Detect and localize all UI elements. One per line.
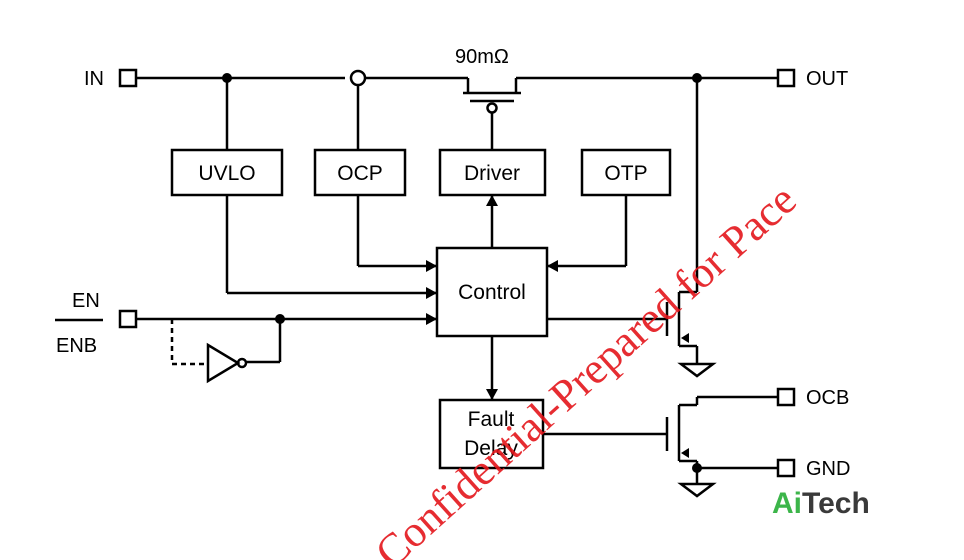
en-pin-label: EN [72, 290, 100, 312]
junction-dot-gnd [692, 463, 702, 473]
junction-dot-en [275, 314, 285, 324]
arrow-uvlo-in [426, 287, 437, 299]
ground-symbol-2 [677, 482, 717, 498]
arrow-ocp-in [426, 260, 437, 272]
ocb-pin-label: OCB [806, 387, 849, 409]
uvlo-label: UVLO [198, 162, 255, 185]
junction-dot-uvlo [222, 73, 232, 83]
inverter-triangle [206, 342, 241, 384]
in-pin [118, 68, 138, 88]
aitech-logo-tech: Tech [802, 487, 870, 520]
discharge-fet-body-arrow [681, 333, 689, 343]
pass-fet-gate-bubble [486, 102, 498, 114]
arrow-fault-in [486, 389, 498, 400]
aitech-logo-ai: Ai [772, 487, 802, 520]
current-sense-node [349, 69, 367, 87]
inverter-bubble [236, 357, 248, 369]
ocb-fet-body-arrow [681, 448, 689, 458]
confidential-watermark: Confidential-Prepared for Pace [366, 175, 806, 560]
ground-symbol-1 [677, 362, 717, 378]
ocp-block [313, 148, 407, 197]
gnd-pin [776, 458, 796, 478]
arrow-otp-in [547, 260, 558, 272]
arrow-en-in [426, 313, 437, 325]
out-pin [776, 68, 796, 88]
out-pin-label: OUT [806, 68, 848, 90]
ocb-pin [776, 387, 796, 407]
gnd-pin-label: GND [806, 458, 850, 480]
junction-dot-out [692, 73, 702, 83]
control-label: Control [458, 281, 526, 304]
fault-delay-label-line2: Delay [464, 437, 518, 460]
switch-resistance-label: 90mΩ [455, 46, 509, 68]
aitech-logo: AiTech [772, 487, 870, 520]
fault-delay-label-line1: Fault [468, 408, 515, 431]
arrow-driver-in [486, 195, 498, 206]
otp-label: OTP [604, 162, 647, 185]
ocp-label: OCP [337, 162, 383, 185]
driver-label: Driver [464, 162, 520, 185]
enb-pin-label: ENB [56, 335, 97, 357]
in-pin-label: IN [84, 68, 104, 90]
en-pin [118, 309, 138, 329]
